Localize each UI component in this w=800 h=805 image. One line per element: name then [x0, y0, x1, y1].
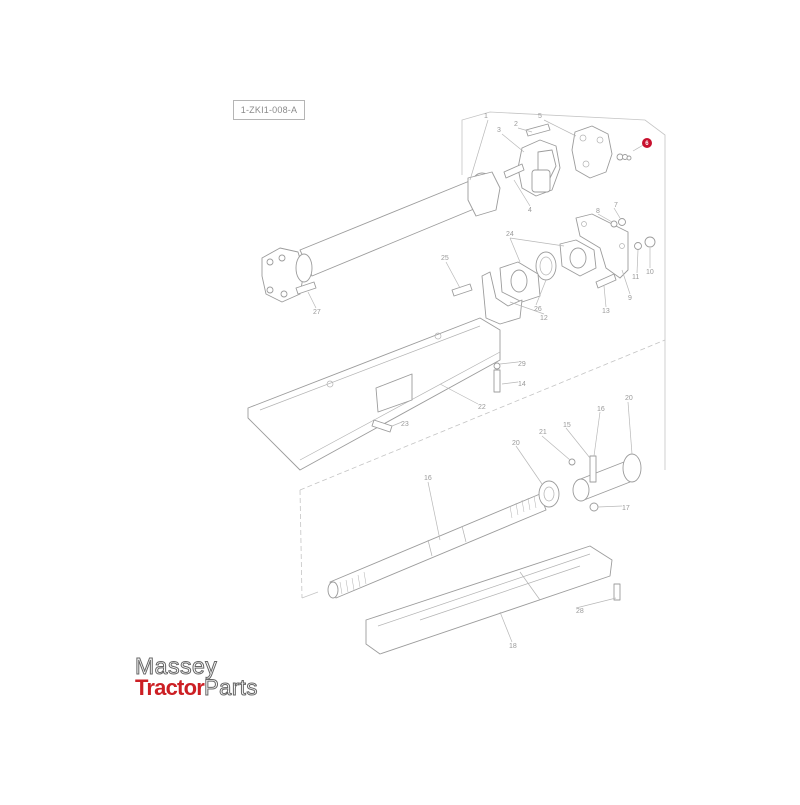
callout-labels: 1 2 3 4 5 7 8 9 10 11 12 13 14 15 16 16 …: [313, 113, 654, 650]
callout-1: 1: [484, 113, 488, 120]
tray-plate: [365, 545, 621, 655]
callout-13: 13: [602, 308, 610, 315]
callout-14: 14: [518, 381, 526, 388]
highlight-marker-icon: [642, 138, 652, 148]
callout-16a: 16: [597, 406, 605, 413]
callout-28: 28: [576, 608, 584, 615]
callout-4: 4: [528, 207, 532, 214]
callout-7: 7: [614, 202, 618, 209]
callout-10: 10: [646, 269, 654, 276]
callout-29: 29: [518, 361, 526, 368]
logo-massey-text: Massey: [135, 653, 218, 679]
callout-19: 16: [424, 475, 432, 482]
callout-5: 5: [538, 113, 542, 120]
callout-9: 9: [628, 295, 632, 302]
logo-second-line: TractorParts: [135, 675, 305, 700]
propeller-shaft: [261, 171, 501, 303]
center-bearing-assembly: [451, 213, 656, 325]
callout-8: 8: [596, 208, 600, 215]
callout-11: 11: [632, 274, 639, 281]
callout-20a: 20: [512, 440, 520, 447]
massey-tractor-parts-logo: Massey TractorParts: [135, 653, 305, 700]
callout-6: 6: [645, 141, 649, 147]
logo-tractor-text: Tractor: [135, 675, 205, 700]
callout-26: 26: [534, 306, 542, 313]
callout-12: 12: [540, 315, 548, 322]
callout-21: 21: [539, 429, 547, 436]
diagram-frame: [299, 111, 666, 599]
highlighted-callout-6[interactable]: 6: [642, 138, 652, 148]
callout-15: 15: [563, 422, 571, 429]
diagram-reference-code: 1-ZKI1-008-A: [233, 100, 305, 120]
channel-bracket: [247, 317, 501, 471]
bearing-housing-assembly: [538, 453, 642, 512]
callout-2: 2: [514, 121, 518, 128]
callout-3: 3: [497, 127, 501, 134]
callout-20b: 20: [625, 395, 633, 402]
callout-17: 17: [622, 505, 630, 512]
spline-shaft: [327, 493, 547, 599]
callout-23: 23: [401, 421, 409, 428]
callout-27: 27: [313, 309, 321, 316]
logo-parts-text: Parts: [203, 675, 258, 700]
callout-22: 22: [478, 404, 486, 411]
universal-joint-assembly: [503, 123, 632, 197]
callout-18: 18: [509, 643, 517, 650]
callout-25: 25: [441, 255, 449, 262]
callout-24: 24: [506, 231, 514, 238]
leader-lines: [307, 119, 651, 643]
